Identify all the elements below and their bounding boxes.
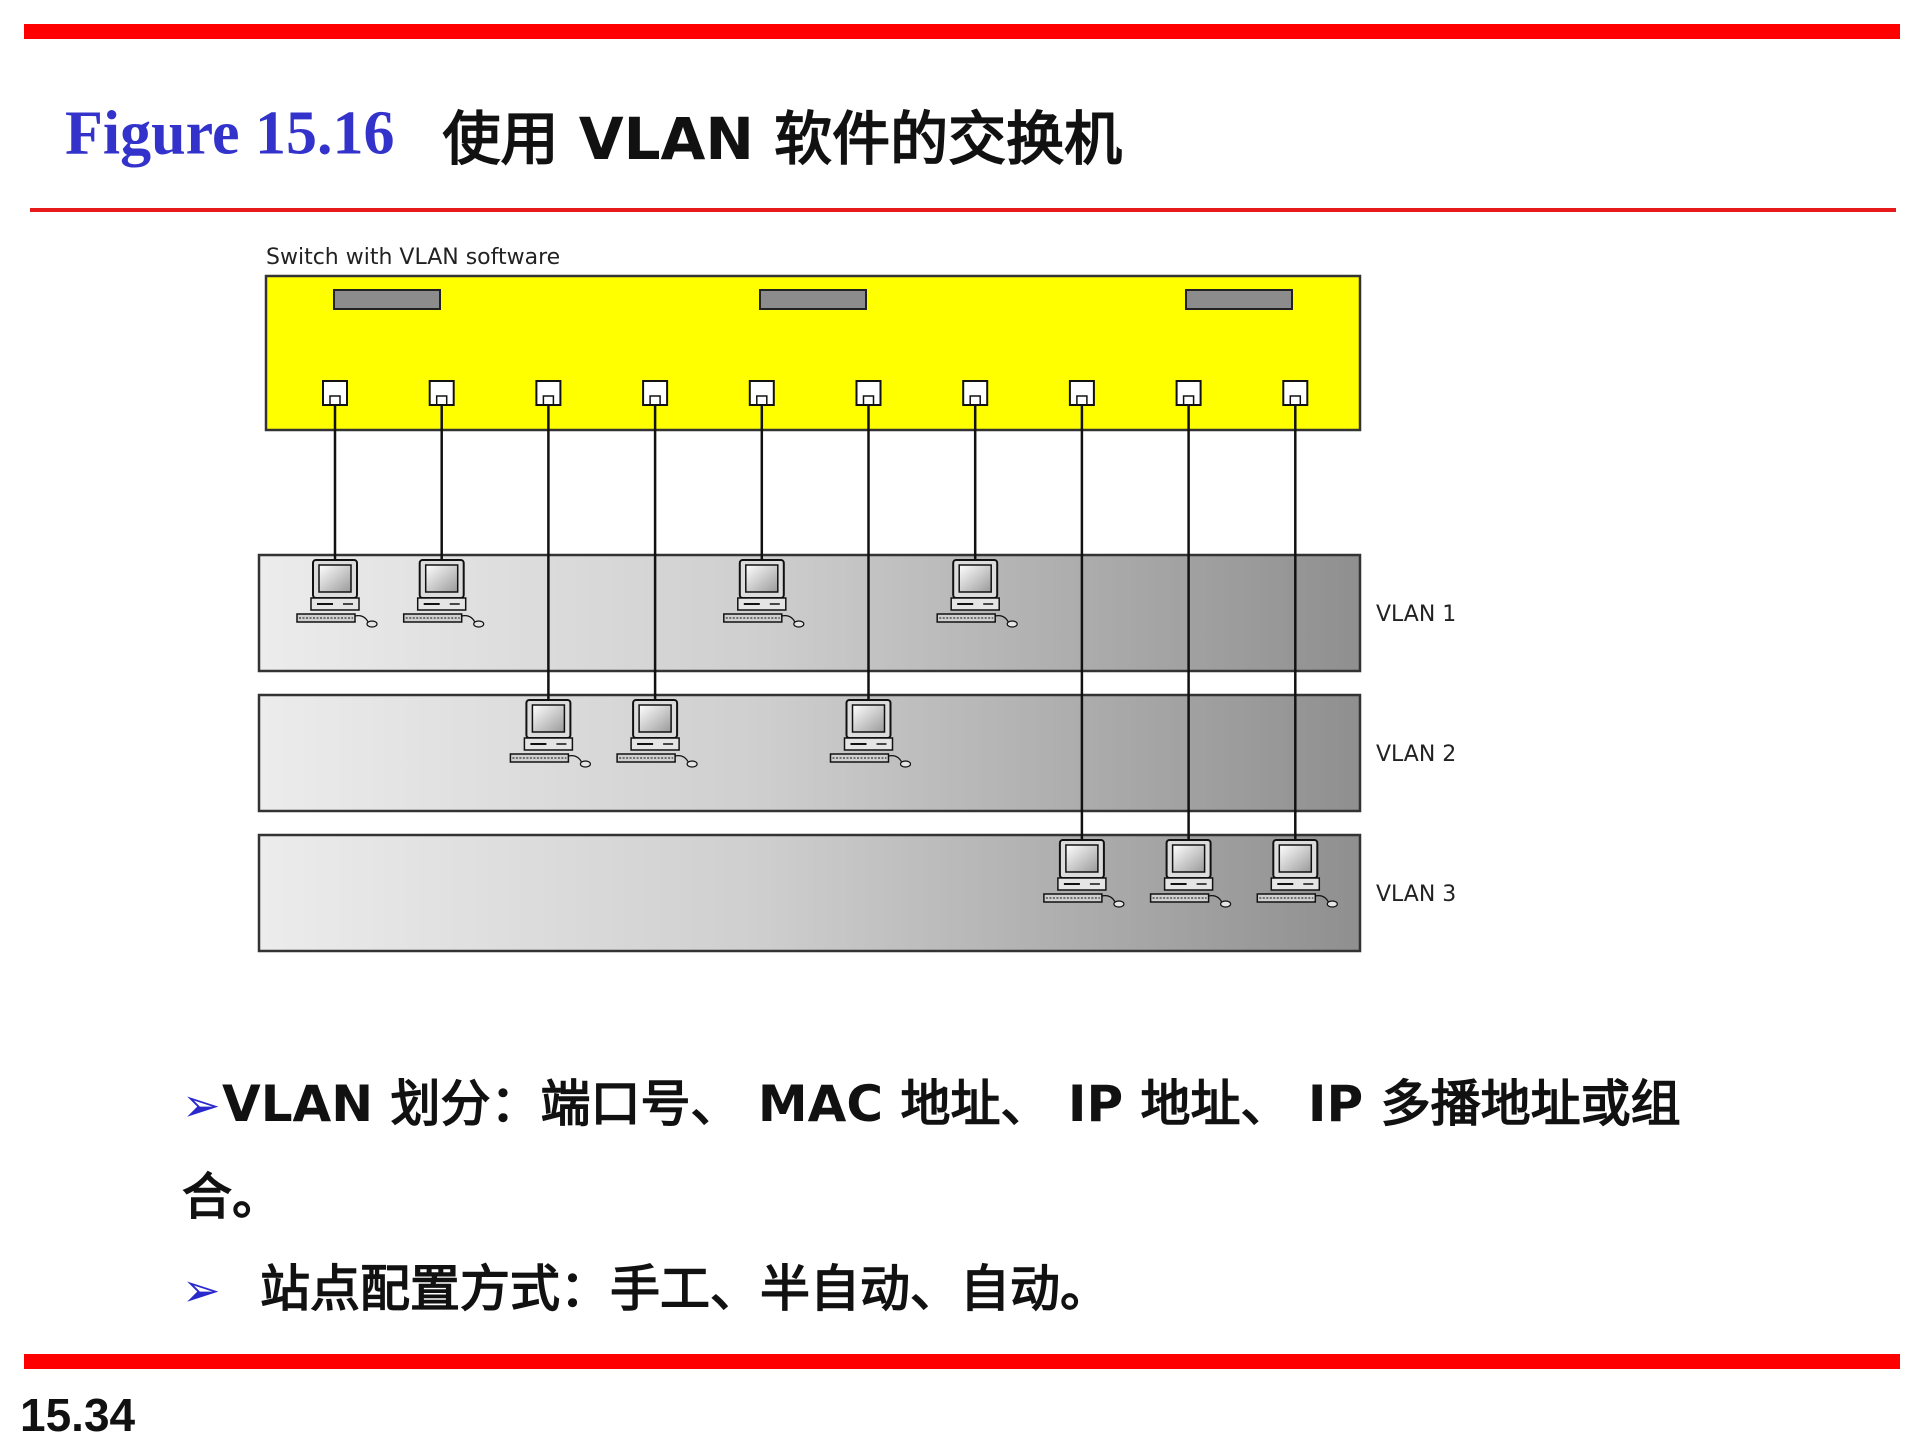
switch-port xyxy=(1175,380,1202,406)
arrow-bullet-icon: ➢ xyxy=(182,1263,221,1317)
vlan-2-band xyxy=(257,693,1362,813)
switch-port xyxy=(855,380,882,406)
bottom-red-bar xyxy=(24,1354,1900,1369)
switch-port xyxy=(962,380,989,406)
switch-port xyxy=(1068,380,1095,406)
switch-indicator xyxy=(759,289,867,310)
switch-indicator xyxy=(1185,289,1293,310)
vlan-3-label: VLAN 3 xyxy=(1376,882,1456,907)
figure-caption: 使用 VLAN 软件的交换机 xyxy=(442,105,1123,173)
cables xyxy=(333,405,1297,840)
top-red-bar xyxy=(24,24,1900,39)
title-underline xyxy=(30,208,1896,212)
bullet-item: ➢VLAN 划分：端口号、 MAC 地址、 IP 地址、 IP 多播地址或组 xyxy=(182,1058,1782,1151)
switch-ports xyxy=(322,380,1309,406)
arrow-bullet-icon: ➢ xyxy=(182,1078,221,1132)
vlan-1-label: VLAN 1 xyxy=(1376,602,1456,627)
bullet-list: ➢VLAN 划分：端口号、 MAC 地址、 IP 地址、 IP 多播地址或组 合… xyxy=(182,1058,1782,1336)
vlan-switch-diagram: Switch with VLAN software VLAN 1 VLAN 2 … xyxy=(257,245,1456,953)
switch-port xyxy=(322,380,348,406)
switch-port xyxy=(748,380,775,406)
bullet-item: ➢ 站点配置方式：手工、半自动、自动。 xyxy=(182,1243,1782,1336)
bullet-item-continuation: 合。 xyxy=(182,1151,1782,1243)
switch-label: Switch with VLAN software xyxy=(266,245,560,270)
figure-number: Figure 15.16 xyxy=(65,99,395,168)
page-title: Figure 15.16 使用 VLAN 软件的交换机 xyxy=(65,92,1123,174)
bullet-text: VLAN 划分：端口号、 MAC 地址、 IP 地址、 IP 多播地址或组 xyxy=(222,1075,1681,1133)
switch-port xyxy=(428,380,455,406)
switch-port xyxy=(1282,380,1309,406)
switch-port xyxy=(535,380,562,406)
switch-indicator xyxy=(333,289,441,310)
vlan-2-label: VLAN 2 xyxy=(1376,742,1456,767)
bullet-text: 站点配置方式：手工、半自动、自动。 xyxy=(260,1260,1110,1318)
bullet-text: 合。 xyxy=(182,1168,282,1226)
switch-port xyxy=(642,380,669,406)
page-number: 15.34 xyxy=(20,1389,136,1441)
